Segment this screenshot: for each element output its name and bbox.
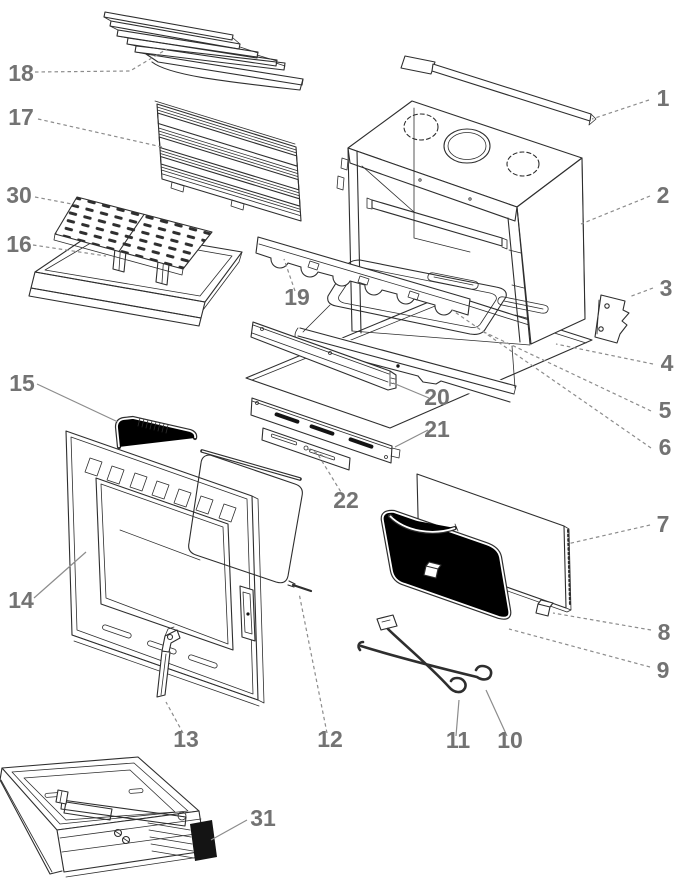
part-number-17: 17 (8, 104, 34, 130)
part-number-21: 21 (424, 416, 450, 442)
mounting-bracket (594, 294, 630, 344)
top-trim-strip (400, 55, 597, 126)
leader-line-3 (628, 287, 654, 298)
ash-drawer (0, 756, 217, 878)
leader-line-19 (283, 258, 296, 292)
part-number-20: 20 (424, 384, 450, 410)
leader-line-13 (165, 701, 184, 734)
leader-line-2 (580, 195, 651, 225)
door-handle-rod (114, 415, 198, 450)
part-number-18: 18 (8, 60, 34, 86)
leader-line-11 (455, 699, 460, 737)
part-number-9: 9 (657, 657, 670, 683)
part-number-22: 22 (333, 487, 359, 513)
leader-line-7 (566, 524, 651, 545)
part-number-31: 31 (250, 805, 276, 831)
log-retainer-bar (255, 236, 471, 316)
slotted-bar (250, 397, 401, 464)
part-number-6: 6 (659, 434, 672, 460)
leader-line-4 (555, 343, 654, 365)
leader-line-17 (37, 118, 163, 148)
glass-rope-gasket (380, 509, 512, 620)
slotted-bar-small (261, 427, 351, 471)
leader-line-20 (392, 382, 430, 399)
part-number-14: 14 (8, 587, 34, 613)
front-rail-bar (250, 321, 397, 391)
spring-rod-lower (357, 640, 493, 681)
leader-line-6 (451, 309, 652, 449)
stove-body (294, 100, 586, 404)
leader-line-15 (36, 383, 119, 423)
part-number-12: 12 (317, 726, 343, 752)
part-number-5: 5 (659, 397, 672, 423)
leader-line-1 (591, 99, 650, 120)
part-number-19: 19 (284, 284, 310, 310)
latch-lever (156, 626, 181, 698)
part-number-16: 16 (6, 231, 32, 257)
part-number-4: 4 (661, 350, 674, 376)
leader-line-16 (32, 244, 107, 257)
leader-line-31 (210, 819, 248, 841)
leader-line-14 (33, 551, 87, 599)
leader-line-18 (34, 48, 168, 73)
fire-grate (53, 196, 213, 276)
part-number-7: 7 (657, 511, 670, 537)
leader-line-22 (316, 452, 345, 498)
part-number-11: 11 (446, 727, 471, 753)
door-assembly (65, 430, 265, 707)
part-number-15: 15 (9, 370, 35, 396)
spring-rod-upper (376, 614, 467, 694)
leader-line-21 (394, 429, 429, 448)
stacked-trim-plates (103, 11, 304, 91)
part-number-2: 2 (657, 182, 670, 208)
leader-line-9 (508, 628, 651, 668)
leader-line-12 (298, 592, 328, 734)
part-number-8: 8 (658, 619, 671, 645)
louvered-grille-panel (154, 100, 302, 222)
part-number-1: 1 (657, 85, 670, 111)
door-gasket-loop (188, 454, 303, 584)
part-number-30: 30 (6, 182, 32, 208)
part-number-13: 13 (173, 726, 199, 752)
leader-line-10 (485, 689, 508, 737)
part-number-10: 10 (497, 727, 523, 753)
glass-clip (423, 561, 554, 617)
retaining-pin (287, 580, 313, 593)
leader-line-30 (34, 196, 78, 206)
leader-line-8 (552, 612, 652, 631)
glass-retainer-rod (200, 449, 302, 481)
part-number-3: 3 (660, 275, 673, 301)
leader-line-5 (483, 331, 652, 412)
